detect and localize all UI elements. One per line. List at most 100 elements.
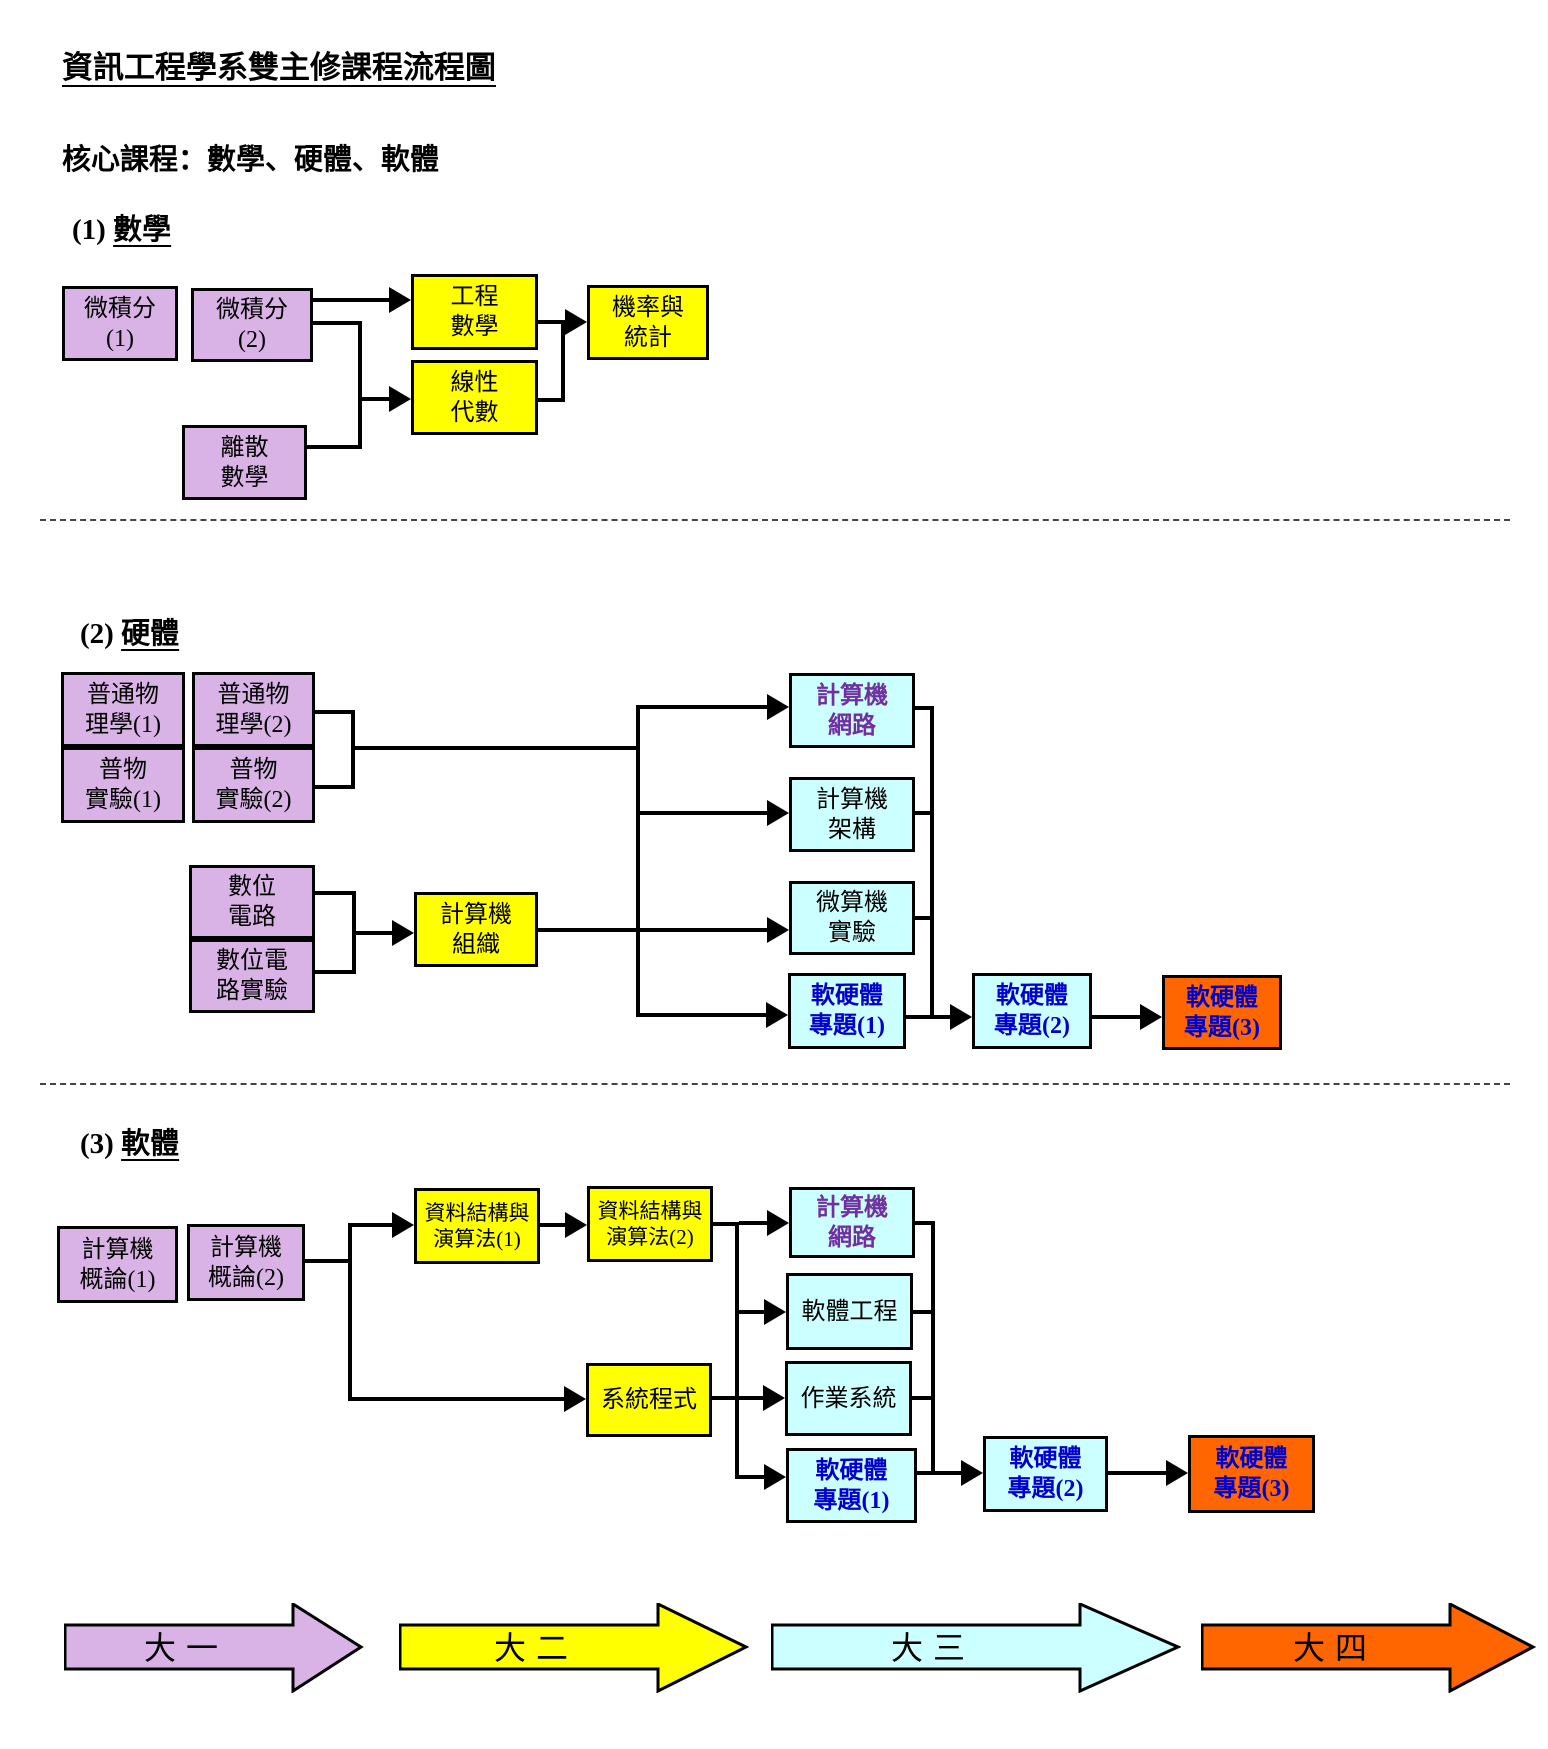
box-computer-networks-sw: 計算機 網路 [789,1187,915,1258]
arrowhead [1166,1460,1188,1486]
connector-line [915,811,934,815]
connector-line [315,970,356,974]
box-calculus-1: 微積分 (1) [62,286,178,361]
arrowhead [392,920,414,946]
connector-line [315,710,355,714]
connector-line [906,1015,950,1019]
section-number: (1) [72,214,106,246]
arrowhead [766,1002,788,1028]
connector-line [739,1310,764,1314]
connector-line [352,931,392,935]
year-arrow-shape [771,1603,1181,1693]
box-hw-sw-project-3-sw: 軟硬體 專題(3) [1188,1435,1315,1513]
connector-line [915,706,934,710]
page-title: 資訊工程學系雙主修課程流程圖 [62,50,496,85]
connector-line [713,1222,739,1226]
year-arrow-label: 大三 [891,1630,975,1666]
connector-trunk [636,705,640,1017]
section-name: 軟體 [121,1128,180,1160]
connector-line [915,1221,935,1225]
box-general-physics-1: 普通物 理學(1) [61,672,185,747]
connector-line [538,398,565,402]
section-number: (3) [80,1128,114,1160]
box-hw-sw-project-2-hw: 軟硬體 專題(2) [972,973,1092,1049]
arrowhead [389,287,411,313]
connector-line [540,1223,565,1227]
box-intro-computers-2: 計算機 概論(2) [187,1224,305,1301]
arrowhead [389,386,411,412]
box-data-structures-algorithms-2: 資料結構與 演算法(2) [587,1186,713,1262]
connector-line [1108,1471,1166,1475]
box-computer-organization: 計算機 組織 [414,892,538,967]
box-general-physics-2: 普通物 理學(2) [192,672,315,747]
connector-line [640,811,767,815]
arrowhead [392,1212,414,1238]
connector-line [739,1221,767,1225]
arrowhead [767,694,789,720]
arrowhead [564,1386,586,1412]
connector-line [561,320,565,402]
connector-trunk [930,706,934,1019]
arrowhead [950,1004,972,1030]
section-name: 硬體 [121,618,180,650]
box-software-engineering: 軟體工程 [786,1273,913,1350]
box-digital-circuits-lab: 數位電 路實驗 [189,939,315,1013]
section-heading-hardware: (2) 硬體 [80,610,179,652]
year-arrow-freshman: 大一 [64,1603,364,1693]
connector-line [358,321,362,449]
section-heading-software: (3) 軟體 [80,1120,179,1162]
connector-trunk [735,1222,739,1479]
year-arrow-junior: 大三 [771,1603,1181,1693]
connector-line [538,320,565,324]
year-arrow-senior: 大四 [1201,1603,1537,1693]
section-divider [40,1083,1510,1085]
box-computer-networks-hw: 計算機 網路 [789,673,915,748]
connector-line [307,445,362,449]
arrowhead [763,1385,785,1411]
connector-line [636,1013,766,1017]
connector-line [305,1259,352,1263]
connector-line [739,1475,764,1479]
box-computer-architecture: 計算機 架構 [789,777,915,852]
connector-line [348,1397,564,1401]
connector-line [538,928,767,932]
connector-line [351,746,638,750]
connector-line [912,1396,935,1400]
year-arrow-shape [399,1603,749,1693]
year-arrow-sophomore: 大二 [399,1603,749,1693]
connector-line [348,1223,392,1227]
arrowhead [767,1210,789,1236]
box-hw-sw-project-1-hw: 軟硬體 專題(1) [788,973,906,1049]
connector-line [315,891,356,895]
box-hw-sw-project-3-hw: 軟硬體 專題(3) [1162,975,1282,1050]
year-arrow-shape [1201,1603,1537,1693]
box-intro-computers-1: 計算機 概論(1) [57,1226,178,1303]
arrowhead [764,1464,786,1490]
box-physics-lab-2: 普物 實驗(2) [192,747,315,823]
year-arrow-shape [64,1603,364,1693]
box-operating-systems: 作業系統 [785,1361,912,1436]
arrowhead [767,800,789,826]
box-linear-algebra: 線性 代數 [411,360,538,435]
box-data-structures-algorithms-1: 資料結構與 演算法(1) [414,1188,540,1264]
connector-line [915,916,934,920]
connector-line [358,397,389,401]
box-probability-statistics: 機率與 統計 [587,285,709,360]
box-discrete-math: 離散 數學 [182,425,307,500]
connector-trunk [348,1223,352,1401]
year-arrow-label: 大四 [1293,1630,1377,1666]
arrowhead [961,1460,983,1486]
box-system-programming: 系統程式 [586,1363,712,1437]
core-courses-subtitle: 核心課程：數學、硬體、軟體 [62,144,440,176]
box-physics-lab-1: 普物 實驗(1) [61,747,185,823]
connector-trunk [931,1221,935,1475]
section-number: (2) [80,618,114,650]
section-heading-math: (1) 數學 [72,206,171,248]
box-digital-circuits: 數位 電路 [189,865,315,939]
section-divider [40,519,1510,521]
connector-line [313,298,389,302]
connector-line [1092,1015,1140,1019]
connector-line [917,1471,961,1475]
box-engineering-math: 工程 數學 [411,274,538,350]
